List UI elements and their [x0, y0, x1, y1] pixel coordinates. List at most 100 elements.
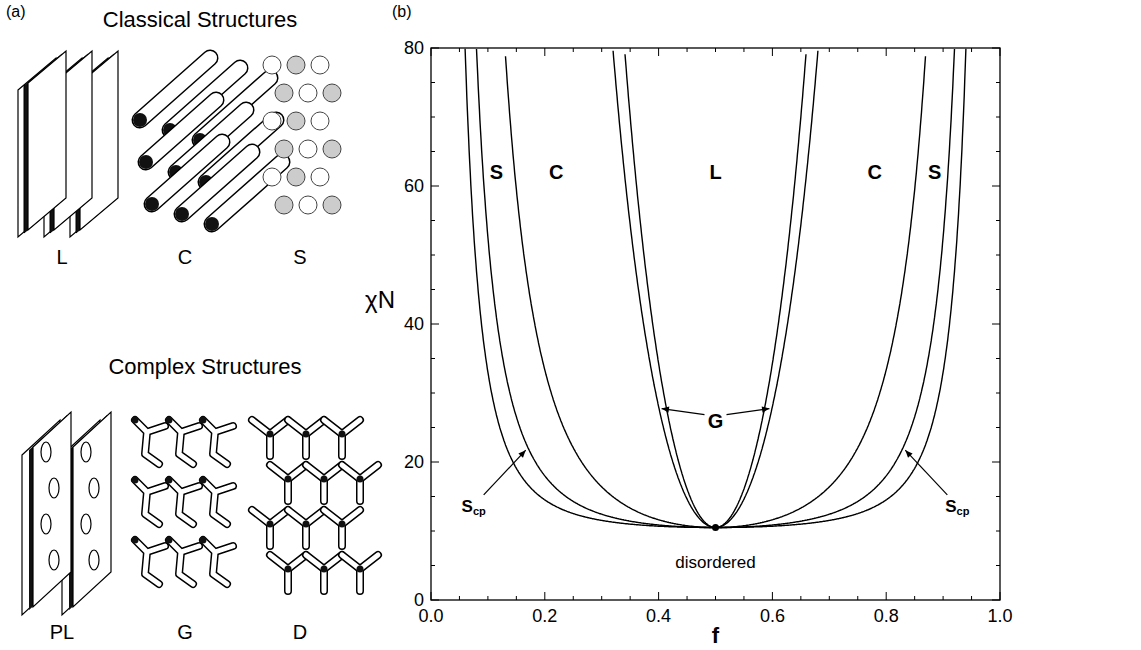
y-tick — [996, 496, 1000, 497]
x-tick — [516, 596, 517, 600]
cylinder-end — [175, 207, 189, 221]
x-tick — [772, 592, 773, 600]
y-tick — [996, 255, 1000, 256]
diamond-strut — [288, 510, 324, 546]
diamond-strut — [270, 465, 306, 501]
figure-label: (b) — [392, 4, 412, 20]
sphere — [275, 140, 293, 158]
diamond-node — [321, 476, 328, 483]
x-tick — [886, 48, 887, 56]
x-tick — [573, 596, 574, 600]
diamond-strut — [324, 510, 360, 546]
gyroid-node — [200, 417, 207, 424]
leader-line — [484, 450, 526, 495]
figure-label: S — [293, 247, 306, 267]
x-tick — [743, 596, 744, 600]
figure-label: Scp — [945, 498, 969, 515]
figure-label: (a) — [6, 4, 26, 20]
diamond-strut — [252, 420, 288, 456]
sphere — [311, 56, 329, 74]
x-tick — [971, 48, 972, 52]
figure-label: G — [708, 411, 724, 431]
diamond-node — [285, 566, 292, 573]
sphere — [275, 84, 293, 102]
perforation-hole — [49, 550, 59, 570]
diamond-strut — [252, 510, 288, 546]
y-tick — [996, 565, 1000, 566]
x-tick — [829, 596, 830, 600]
x-tick — [544, 48, 545, 56]
perforation-hole — [89, 550, 99, 570]
sphere — [287, 56, 305, 74]
y-tick — [431, 393, 435, 394]
x-tick — [1000, 48, 1001, 56]
critical-point — [712, 524, 719, 531]
sphere — [311, 168, 329, 186]
gyroid-strut — [169, 420, 199, 464]
perforated-sheet — [33, 412, 71, 607]
phase-boundary — [465, 49, 715, 528]
gyroid-node — [166, 477, 173, 484]
sphere — [287, 168, 305, 186]
diamond-node — [303, 521, 310, 528]
diamond-node — [339, 431, 346, 438]
figure-label: G — [177, 622, 193, 642]
gyroid-strut — [135, 540, 165, 584]
figure-label: S — [490, 162, 503, 182]
cylinder-body — [212, 162, 282, 224]
diamond-node — [267, 431, 274, 438]
gyroid-strut — [203, 540, 233, 584]
figure-label: disordered — [675, 554, 755, 571]
diamond-strut — [342, 465, 378, 501]
phase-boundary — [716, 54, 807, 527]
gyroid-strut — [169, 420, 199, 464]
figure-label: 0.6 — [760, 607, 785, 625]
diamond-strut — [270, 555, 306, 591]
phase-boundary — [716, 56, 926, 527]
sphere — [311, 112, 329, 130]
x-tick — [829, 48, 830, 52]
y-tick — [996, 117, 1000, 118]
gyroid-strut — [169, 540, 199, 584]
y-tick — [996, 427, 1000, 428]
y-tick — [996, 82, 1000, 83]
figure-label: 60 — [404, 177, 424, 195]
sphere — [287, 112, 305, 130]
y-tick — [431, 117, 435, 118]
phase-boundary — [716, 49, 966, 528]
diamond-node — [357, 476, 364, 483]
cylinder-end — [139, 155, 153, 169]
diamond-strut — [342, 555, 378, 591]
diamond-node — [321, 566, 328, 573]
y-tick — [431, 565, 435, 566]
x-tick — [914, 48, 915, 52]
diamond-node — [267, 521, 274, 528]
diamond-strut — [324, 420, 360, 456]
gyroid-strut — [203, 420, 233, 464]
y-tick — [996, 289, 1000, 290]
perforation-hole — [41, 514, 51, 534]
sphere — [299, 196, 317, 214]
diamond-node — [285, 476, 292, 483]
gyroid-strut — [135, 480, 165, 524]
x-tick — [772, 48, 773, 56]
diamond-node — [357, 566, 364, 573]
gyroid-node — [200, 537, 207, 544]
lamella-sheet — [28, 51, 66, 230]
figure-label: 20 — [404, 453, 424, 471]
phase-boundary — [506, 56, 716, 527]
y-tick — [431, 48, 439, 49]
diamond-strut — [306, 555, 342, 591]
gyroid-strut — [203, 540, 233, 584]
x-tick — [459, 596, 460, 600]
gyroid-node — [200, 477, 207, 484]
perforation-hole — [41, 442, 51, 462]
y-tick — [431, 220, 435, 221]
diamond-strut — [342, 555, 378, 591]
sphere — [275, 196, 293, 214]
figure-label: 80 — [404, 39, 424, 57]
x-tick — [459, 48, 460, 52]
diamond-strut — [288, 420, 324, 456]
perforation-hole — [81, 514, 91, 534]
y-tick — [992, 324, 1000, 325]
